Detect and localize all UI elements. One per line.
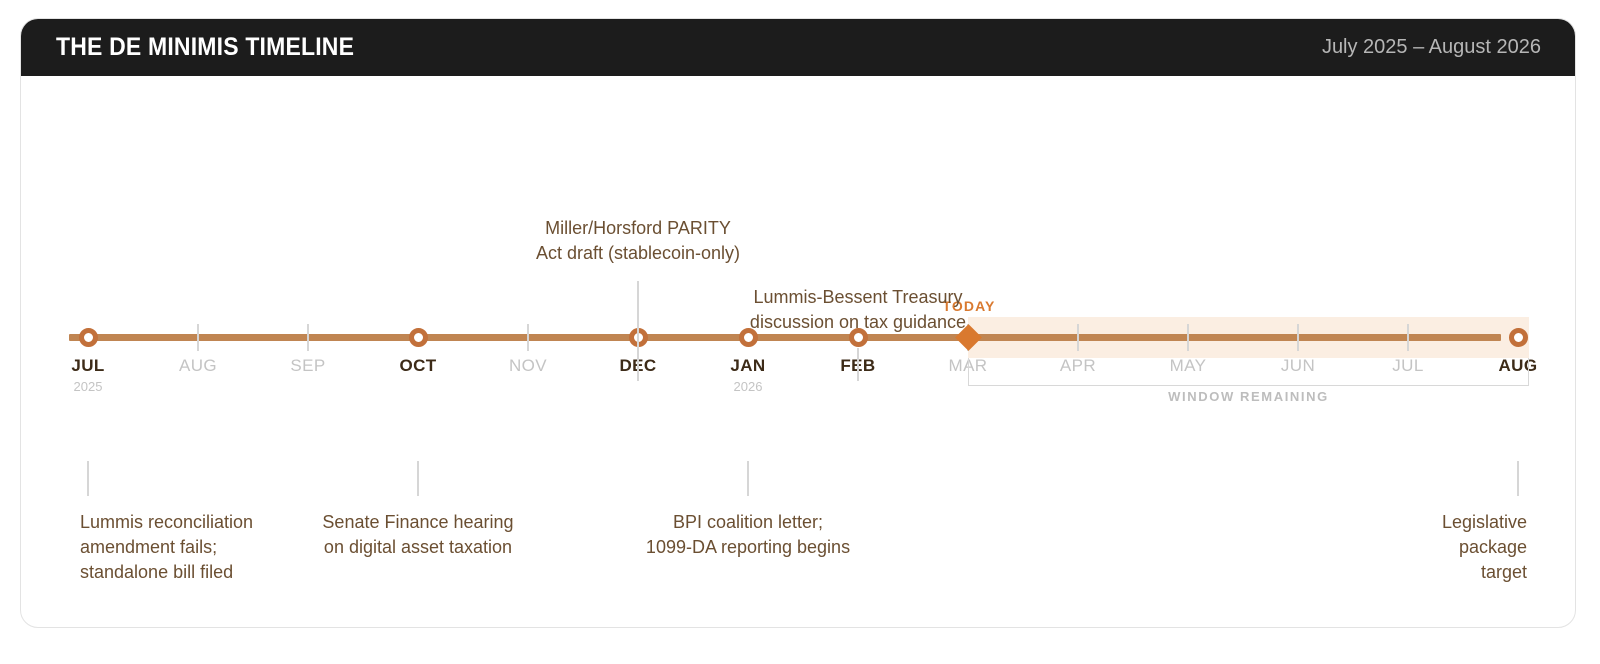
axis-month-label: AUG — [178, 356, 218, 375]
today-label: TODAY — [942, 298, 996, 314]
axis-month-label: OCT — [399, 356, 437, 375]
milestone-marker-icon[interactable] — [848, 328, 868, 347]
axis-tick — [307, 324, 309, 351]
axis-month-label: JUN — [1280, 356, 1316, 375]
annotation-connector-line — [417, 461, 419, 496]
milestone-marker-icon[interactable] — [1508, 328, 1528, 347]
timeline-rail — [69, 334, 1501, 341]
milestone-annotation-below: BPI coalition letter; 1099-DA reporting … — [645, 512, 851, 557]
window-remaining-label: WINDOW REMAINING — [1168, 389, 1329, 404]
axis-tick — [527, 324, 529, 351]
page-title: THE DE MINIMIS TIMELINE — [56, 33, 355, 61]
axis-month-label: JUL — [1392, 356, 1424, 375]
milestone-annotation-above: Miller/Horsford PARITY Act draft (stable… — [535, 218, 741, 263]
axis-month-label: JUL — [71, 356, 105, 375]
axis-month-label: MAY — [1169, 356, 1207, 375]
axis-tick — [1297, 324, 1299, 351]
window-remaining-bracket — [968, 358, 1529, 386]
milestone-marker-icon[interactable] — [408, 328, 428, 347]
axis-tick — [1187, 324, 1189, 351]
axis-month-label: AUG — [1498, 356, 1538, 375]
card-header: THE DE MINIMIS TIMELINE July 2025 – Augu… — [21, 19, 1575, 76]
milestone-annotation-below: Lummis reconciliation amendment fails; s… — [80, 512, 254, 582]
annotation-connector-line — [747, 461, 749, 496]
axis-tick — [197, 324, 199, 351]
annotation-connector-line — [637, 281, 639, 381]
axis-month-label: NOV — [508, 356, 548, 375]
milestone-annotation-below: Senate Finance hearing on digital asset … — [322, 512, 514, 557]
date-range-label: July 2025 – August 2026 — [1321, 36, 1541, 58]
milestone-annotation-below: Legislative package target — [1441, 512, 1527, 582]
axis-tick — [1407, 324, 1409, 351]
axis-tick — [1077, 324, 1079, 351]
axis-year-label: 2025 — [73, 379, 103, 394]
annotation-connector-line — [87, 461, 89, 496]
axis-month-label: MAR — [948, 356, 988, 375]
axis-year-label: 2026 — [733, 379, 763, 394]
timeline-card: THE DE MINIMIS TIMELINE July 2025 – Augu… — [20, 18, 1576, 628]
axis-month-label: APR — [1059, 356, 1097, 375]
milestone-marker-icon[interactable] — [738, 328, 758, 347]
annotation-connector-line — [857, 348, 859, 381]
axis-month-label: SEP — [290, 356, 326, 375]
annotation-connector-line — [1517, 461, 1519, 496]
milestone-marker-icon[interactable] — [78, 328, 98, 347]
milestone-annotation-above: Lummis-Bessent Treasury discussion on ta… — [749, 287, 967, 332]
timeline-stage: JUL2025AUGSEPOCTNOVDECJAN2026FEBMARAPRMA… — [21, 76, 1575, 627]
axis-month-label: JAN — [730, 356, 766, 375]
